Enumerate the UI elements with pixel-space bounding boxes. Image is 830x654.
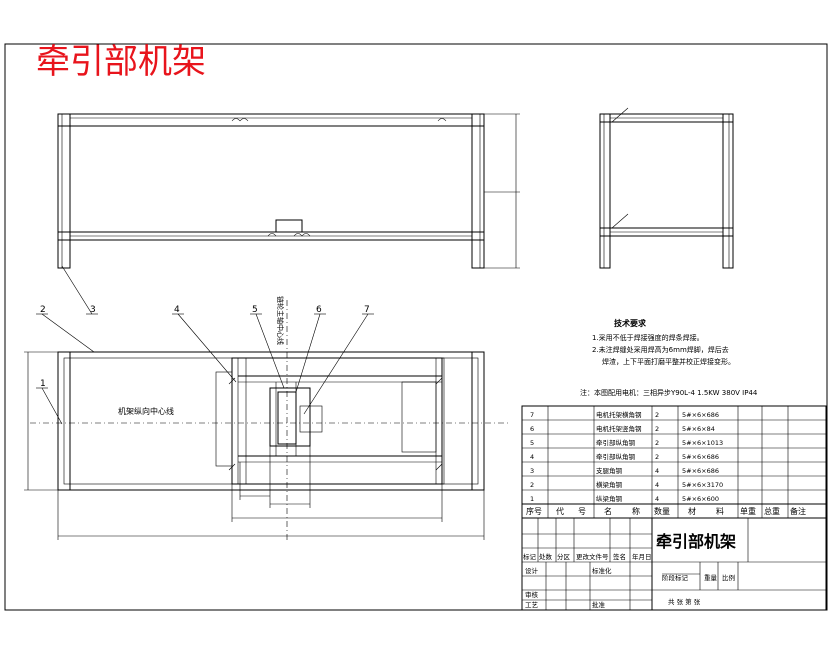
notes-line-2: 2.未注焊缝处采用焊高为6mm焊脚，焊后去 xyxy=(592,345,729,354)
bom-cell-name: 电机托架横角钢 xyxy=(596,410,642,419)
bom-cell-material: 5#×6×686 xyxy=(682,411,719,419)
tb-process: 工艺 xyxy=(525,601,539,609)
balloon-6: 6 xyxy=(316,305,322,315)
bom-header-total-wt: 总重 xyxy=(764,506,780,516)
bom-cell-no: 7 xyxy=(530,411,534,419)
bom-cell-no: 1 xyxy=(530,495,534,503)
titleblock-name: 牵引部机架 xyxy=(656,532,736,551)
balloon-2: 2 xyxy=(40,305,46,315)
bom-header: 序号 代 号 名 称 数量 材 料 单重 总重 备注 xyxy=(526,506,806,516)
bom-row: 4 牵引部纵角钢 2 5#×6×686 xyxy=(530,452,719,461)
tb-label-change-doc: 更改文件号 xyxy=(576,552,609,561)
bom-cell-qty: 4 xyxy=(655,481,659,489)
tb-label-count: 处数 xyxy=(539,552,553,561)
plan-view xyxy=(24,300,510,540)
bom-header-name-2: 称 xyxy=(632,506,640,516)
bom-rows: 7 电机托架横角钢 2 5#×6×686 6 电机托架竖角钢 2 5#×6×84 5 牵引部纵角钢… xyxy=(530,410,723,503)
bom-cell-material: 5#×6×600 xyxy=(682,495,719,503)
tb-review: 审核 xyxy=(525,590,539,599)
tb-design: 设计 xyxy=(525,566,539,575)
bom-cell-qty: 2 xyxy=(655,439,659,447)
bom-cell-material: 5#×6×84 xyxy=(682,425,715,433)
bom-cell-qty: 2 xyxy=(655,453,659,461)
bom-header-remark: 备注 xyxy=(790,506,806,516)
bom-cell-qty: 4 xyxy=(655,467,659,475)
tb-label-mark: 标记 xyxy=(523,552,537,561)
bom-header-no: 序号 xyxy=(526,506,542,516)
bom-cell-qty: 2 xyxy=(655,411,659,419)
notes-heading: 技术要求 xyxy=(614,318,647,328)
bom-header-code-1: 代 xyxy=(556,506,564,516)
balloon-4: 4 xyxy=(174,305,180,315)
bom-cell-name: 牵引部纵角钢 xyxy=(596,452,636,461)
bom-cell-material: 5#×6×1013 xyxy=(682,439,723,447)
tb-sheets: 共 张 第 张 xyxy=(668,597,701,606)
drawing-border xyxy=(4,43,828,611)
vertical-note: 链轮主轴中心线 xyxy=(276,296,285,345)
bom-row: 2 横梁角钢 4 5#×6×3170 xyxy=(530,480,723,489)
balloon-3: 3 xyxy=(90,305,96,315)
bom-cell-no: 2 xyxy=(530,481,534,489)
bom-cell-qty: 4 xyxy=(655,495,659,503)
bom-header-mat-1: 材 xyxy=(688,506,696,516)
bom-row: 1 纵梁角钢 4 5#×6×600 xyxy=(530,494,719,503)
balloon-5: 5 xyxy=(252,305,258,315)
tb-label-zone: 分区 xyxy=(557,552,571,561)
bom-row: 5 牵引部纵角钢 2 5#×6×1013 xyxy=(530,438,723,447)
bom-cell-no: 6 xyxy=(530,425,534,433)
bom-row: 3 支腿角钢 4 5#×6×686 xyxy=(530,466,719,475)
tb-standard: 标准化 xyxy=(592,566,612,575)
bom-cell-no: 3 xyxy=(530,467,534,475)
bom-row: 7 电机托架横角钢 2 5#×6×686 xyxy=(530,410,719,419)
notes-line-3: 焊渣，上下平面打磨平整并校正焊接变形。 xyxy=(602,357,735,366)
balloon-leaders xyxy=(36,265,374,425)
drawing-title: 牵引部机架 xyxy=(36,42,206,82)
bom-cell-name: 牵引部纵角钢 xyxy=(596,438,636,447)
tb-scale: 比例 xyxy=(722,573,735,582)
bom-cell-name: 电机托架竖角钢 xyxy=(596,424,642,433)
balloon-1: 1 xyxy=(40,379,46,389)
tb-approve: 批准 xyxy=(592,600,606,609)
bom-cell-name: 横梁角钢 xyxy=(596,480,623,489)
bom-cell-no: 4 xyxy=(530,453,534,461)
tb-label-date: 年月日 xyxy=(632,552,652,561)
bom-header-qty: 数量 xyxy=(654,506,670,516)
side-view xyxy=(599,107,734,269)
bom-cell-name: 支腿角钢 xyxy=(596,466,623,475)
bom-row: 6 电机托架竖角钢 2 5#×6×84 xyxy=(530,424,715,433)
bom-cell-material: 5#×6×3170 xyxy=(682,481,723,489)
bom-header-unit-wt: 单重 xyxy=(740,506,756,516)
bom-header-code-2: 号 xyxy=(578,507,586,516)
bom-cell-no: 5 xyxy=(530,439,534,447)
bom-header-mat-2: 料 xyxy=(716,506,724,516)
centerline-label: 机架纵向中心线 xyxy=(118,406,174,416)
notes-line-1: 1.采用不低于焊接强度的焊条焊接。 xyxy=(592,333,704,342)
tb-stage: 阶段标记 xyxy=(662,573,689,582)
bom-cell-qty: 2 xyxy=(655,425,659,433)
balloon-7: 7 xyxy=(364,305,370,315)
bom-cell-name: 纵梁角钢 xyxy=(596,494,623,503)
tb-weight: 重量 xyxy=(704,574,718,582)
bom-cell-material: 5#×6×686 xyxy=(682,453,719,461)
bom-table xyxy=(521,405,827,519)
tb-label-sign: 签名 xyxy=(613,552,626,561)
bom-header-name-1: 名 xyxy=(604,506,612,516)
front-view xyxy=(57,113,520,269)
motor-note: 注：本图配用电机：三相异步Y90L-4 1.5KW 380V IP44 xyxy=(580,388,758,397)
title-block xyxy=(521,517,827,611)
bom-cell-material: 5#×6×686 xyxy=(682,467,719,475)
